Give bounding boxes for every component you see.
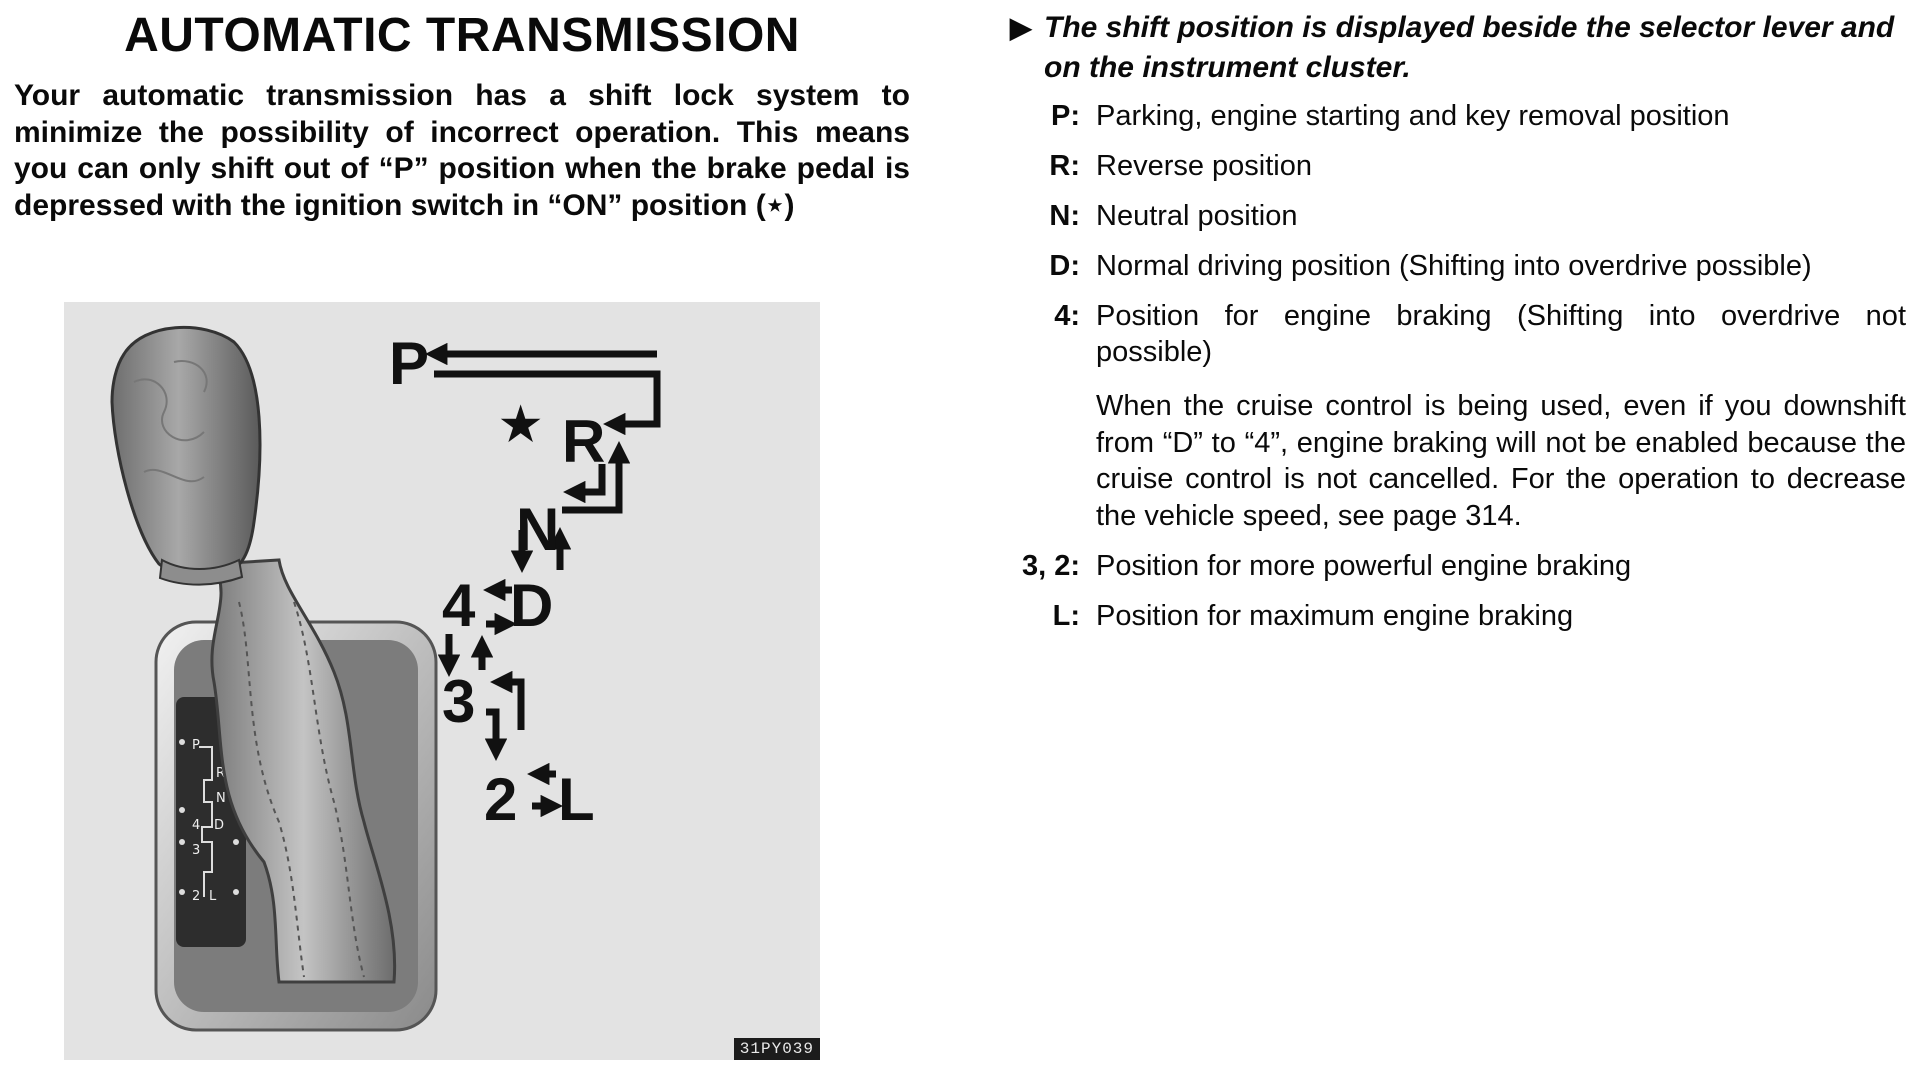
position-key: 4: <box>1054 300 1080 332</box>
shift-lever-illustration: P R N D 4 3 2 L <box>110 325 661 1032</box>
lead-note: ▶ The shift position is displayed beside… <box>1010 8 1906 88</box>
gate-label-3: 3 <box>192 843 200 858</box>
position-key: P: <box>1051 100 1080 132</box>
triangle-arrow-icon: ▶ <box>1010 12 1032 43</box>
shift-pattern-labels: P ★ R N 4 D 3 2 L <box>389 330 605 833</box>
position-description: Neutral position <box>1096 200 1298 232</box>
left-column: AUTOMATIC TRANSMISSION Your automatic tr… <box>14 0 910 224</box>
shift-label-d: D <box>510 572 553 639</box>
position-item-p: P: Parking, engine starting and key remo… <box>1010 98 1906 134</box>
shift-label-p: P <box>389 330 429 397</box>
gate-label-2: 2 <box>192 889 200 904</box>
position-description: Parking, engine starting and key removal… <box>1096 100 1730 132</box>
position-item-n: N: Neutral position <box>1010 198 1906 234</box>
position-description: Normal driving position (Shifting into o… <box>1096 250 1812 282</box>
position-description: Position for engine braking (Shifting in… <box>1096 298 1906 534</box>
intro-paragraph: Your automatic transmission has a shift … <box>14 79 910 222</box>
lead-text: The shift position is displayed beside t… <box>1044 11 1895 84</box>
gate-indicator: P R N D 4 3 2 L <box>179 738 239 904</box>
shift-label-2: 2 <box>484 766 517 833</box>
position-key: R: <box>1049 150 1080 182</box>
position-description: Position for maximum engine braking <box>1096 600 1574 632</box>
position-item-3-2: 3, 2: Position for more powerful engine … <box>1010 548 1906 584</box>
gate-label-4: 4 <box>192 818 200 833</box>
position-key: 3, 2: <box>1021 550 1080 582</box>
shift-label-4: 4 <box>442 572 476 639</box>
shift-boot <box>210 558 397 984</box>
page-title: AUTOMATIC TRANSMISSION <box>124 9 800 62</box>
gate-label-n: N <box>216 791 226 806</box>
gate-label-l: L <box>209 889 217 904</box>
shift-label-r: R <box>562 408 605 475</box>
position-key: N: <box>1049 200 1080 232</box>
position-key: L: <box>1052 600 1080 632</box>
shift-lever-figure: P R N D 4 3 2 L <box>64 302 820 1060</box>
shift-position-list: P: Parking, engine starting and key remo… <box>1010 98 1906 634</box>
gate-label-r: R <box>216 766 225 781</box>
shift-label-3: 3 <box>442 668 475 735</box>
shift-label-n: N <box>516 496 559 563</box>
shift-label-l: L <box>558 766 595 833</box>
position-item-d: D: Normal driving position (Shifting int… <box>1010 248 1906 284</box>
right-column: ▶ The shift position is displayed beside… <box>1010 0 1906 648</box>
gate-label-p: P <box>192 738 200 753</box>
position-description: Reverse position <box>1096 150 1312 182</box>
figure-code: 31PY039 <box>733 1038 820 1060</box>
cruise-control-note: When the cruise control is being used, e… <box>1096 390 1906 532</box>
star-icon: ★ <box>500 398 541 450</box>
gate-label-d: D <box>214 818 224 833</box>
position-item-l: L: Position for maximum engine braking <box>1010 598 1906 634</box>
position-4-text: Position for engine braking (Shifting in… <box>1096 300 1906 368</box>
shift-pattern-arrows <box>425 342 661 818</box>
position-key: D: <box>1049 250 1080 282</box>
shift-knob <box>110 325 262 578</box>
position-item-4: 4: Position for engine braking (Shifting… <box>1010 298 1906 534</box>
position-description: Position for more powerful engine brakin… <box>1096 550 1632 582</box>
position-item-r: R: Reverse position <box>1010 148 1906 184</box>
